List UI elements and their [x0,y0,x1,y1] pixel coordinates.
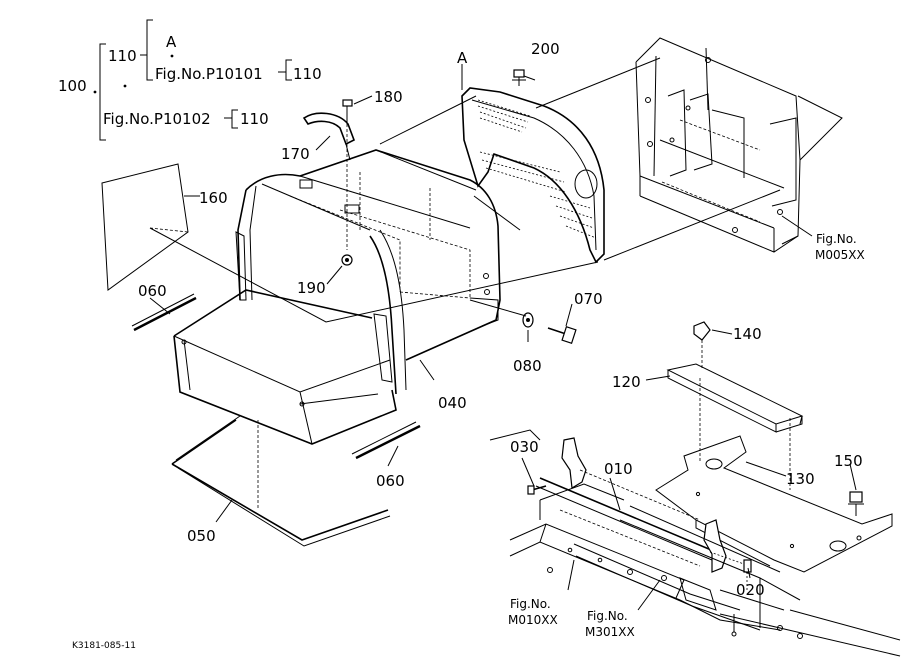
part-140-clip [693,321,711,368]
label-030: 030 [510,438,539,456]
label-120: 120 [612,373,641,391]
part-180-bolt [342,99,353,250]
label-fig-m005-line1: Fig.No. [816,232,857,246]
label-fig-m005-line2: M005XX [815,248,865,262]
label-110-bottom: 110 [240,110,269,128]
marker-a-legend: A [166,33,177,51]
label-fig-m301-line1: Fig.No. [587,609,628,623]
label-150: 150 [834,452,863,470]
part-120-plate [666,363,804,490]
label-110-top: 110 [108,47,137,65]
label-020: 020 [736,581,765,599]
label-100: 100 [58,77,87,95]
label-040: 040 [438,394,467,412]
part-060-strip-left [131,293,197,332]
chassis-frame [489,429,901,657]
radiator-frame [635,37,801,253]
part-190-nut [341,254,353,266]
label-060-left: 060 [138,282,167,300]
label-110-mid: 110 [293,65,322,83]
front-grille-panel [461,69,605,264]
label-010: 010 [604,460,633,478]
part-130-floor-plate [655,435,893,573]
label-140: 140 [733,325,762,343]
label-fig-p10101: Fig.No.P10101 [155,65,263,83]
leader-lines [149,64,857,611]
label-170: 170 [281,145,310,163]
label-200: 200 [531,40,560,58]
label-160: 160 [199,189,228,207]
label-fig-m301-line2: M301XX [585,625,635,639]
label-060-bottom: 060 [376,472,405,490]
label-fig-m010-line2: M010XX [508,613,558,627]
part-070-080-fasteners [522,312,577,344]
part-010-bracket [527,437,752,590]
part-040-hood [173,149,501,445]
part-150-bolt [848,491,864,516]
label-fig-p10102: Fig.No.P10102 [103,110,211,128]
label-130: 130 [786,470,815,488]
text-labels: 100 110 A Fig.No.P10101 110 Fig.No.P1010… [58,33,865,651]
label-050: 050 [187,527,216,545]
label-190: 190 [297,279,326,297]
part-050-seal [171,415,391,547]
legend-brackets [93,19,292,141]
label-080: 080 [513,357,542,375]
drawing-code: K3181-085-11 [72,641,136,651]
marker-a-panel: A [457,49,468,67]
part-160-panel [101,163,189,291]
label-180: 180 [374,88,403,106]
label-070: 070 [574,290,603,308]
label-fig-m010-line1: Fig.No. [510,597,551,611]
reference-lines [149,57,843,425]
part-060-strip-bottom [351,421,421,460]
